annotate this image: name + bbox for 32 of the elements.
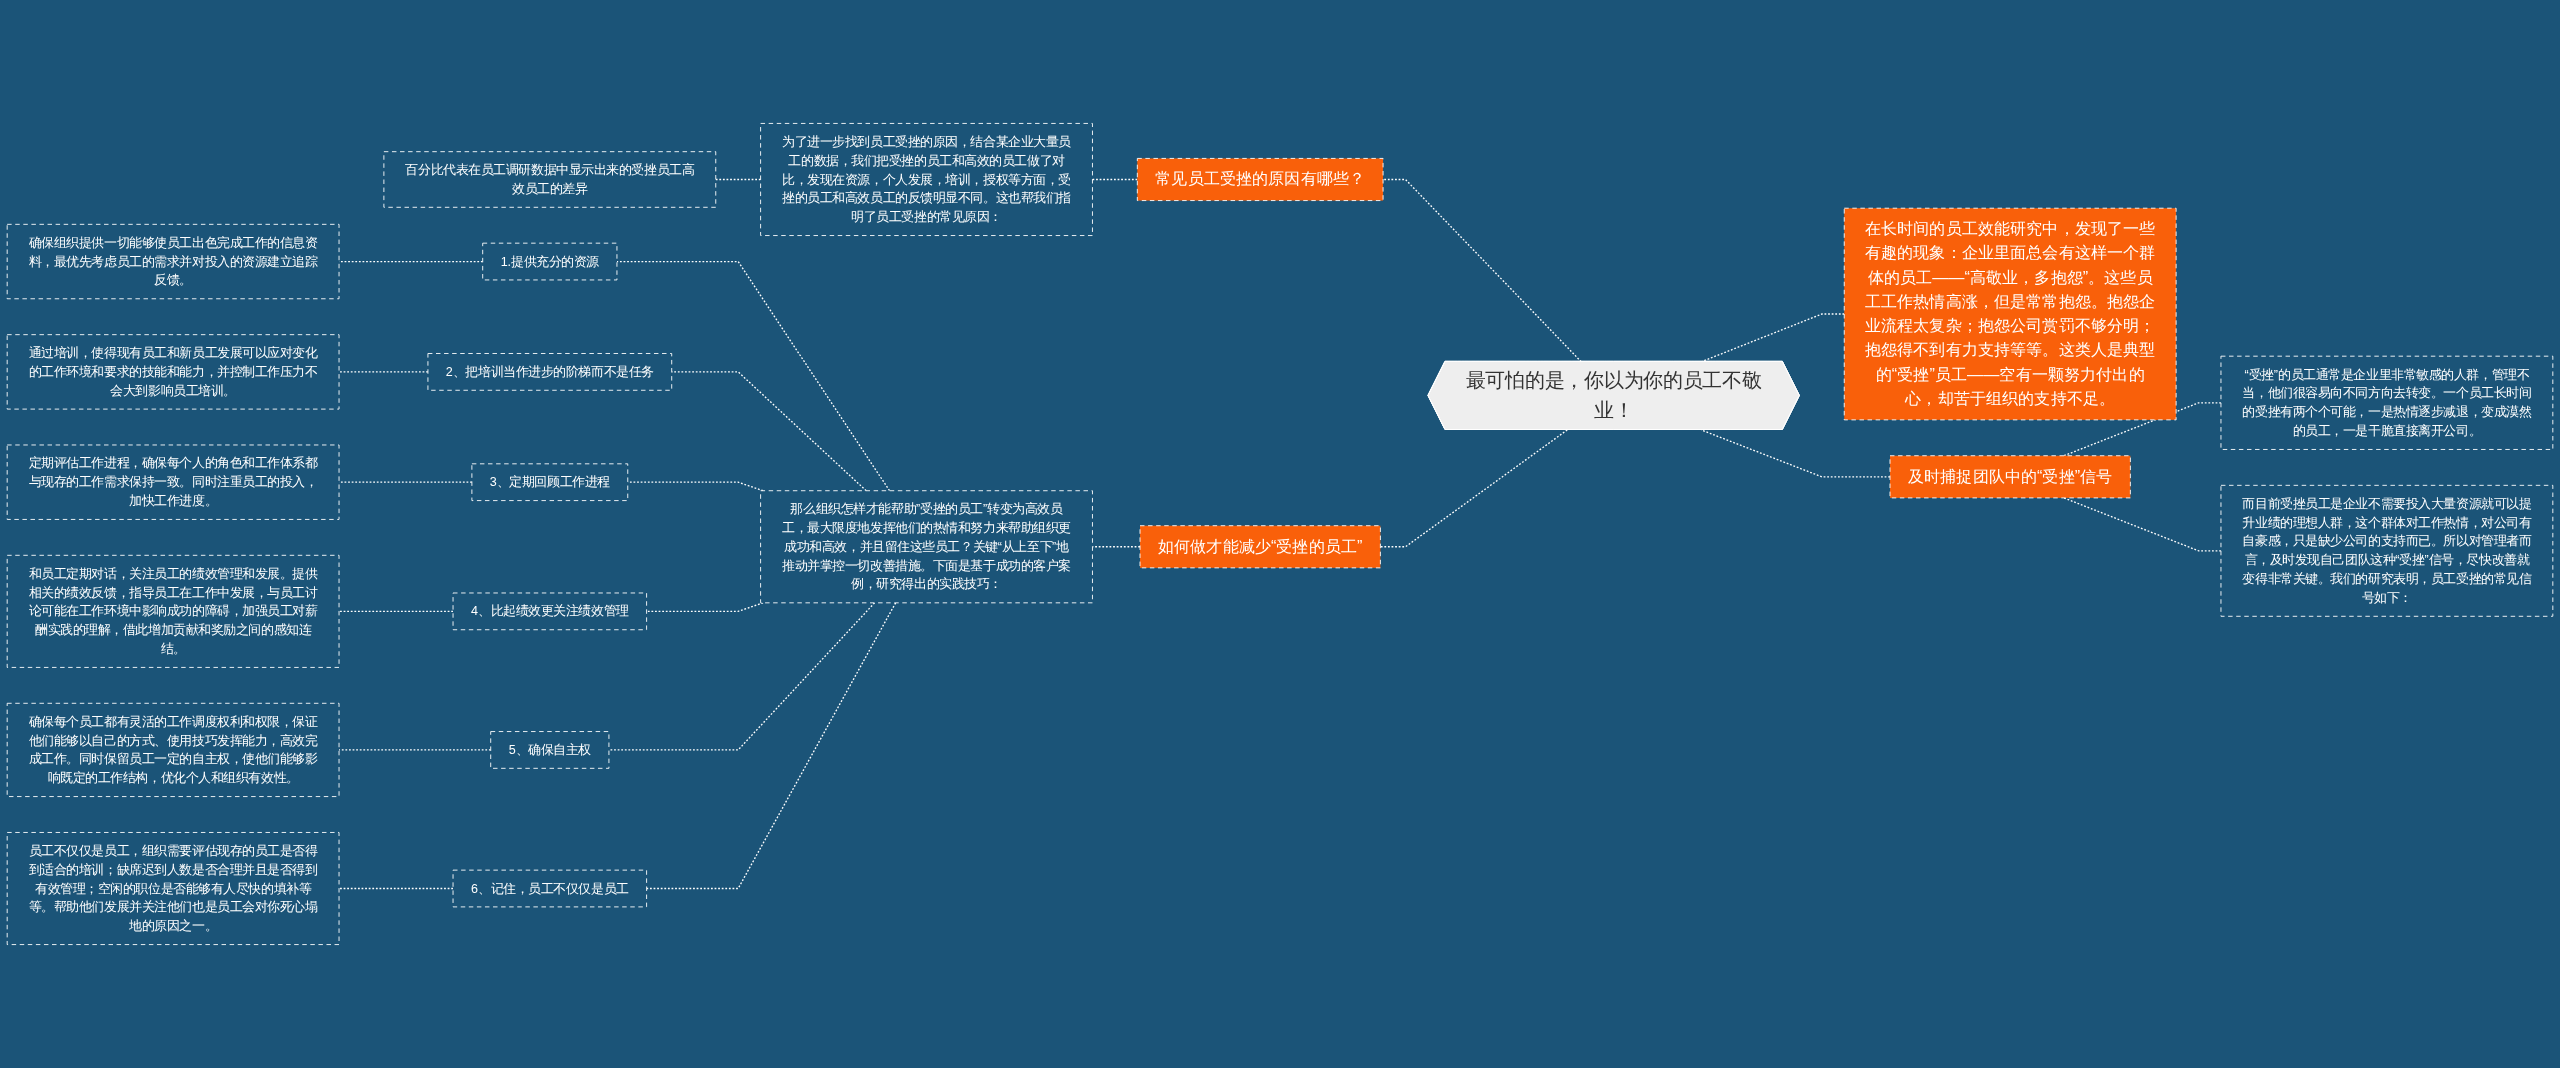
node-box: 3、定期回顾工作进程 — [471, 463, 629, 502]
node-box: 员工不仅仅是员工，组织需要评估现存的员工是否得到适合的培训；缺席迟到人数是否合理并且是否得到有效管理；空闲的职位是否能够有人尽快的填补等等。帮助他们发展并关注他们也是员工会对你死心塌地的原因之一。 — [6, 832, 340, 946]
node-box: 为了进一步找到员工受挫的原因，结合某企业大量员工的数据，我们把受挫的员工和高效的员工做了对比，发现在资源，个人发展，培训，授权等方面，受挫的员工和高效员工的反馈明显不同。这也帮我们指明了员工受挫的常见原因： — [760, 123, 1093, 236]
node-box: 确保组织提供一切能够使员工出色完成工作的信息资料，最优先考虑员工的需求并对投入的资源建立追踪反馈。 — [6, 223, 340, 300]
node-box: 那么组织怎样才能帮助”受挫的员工”转变为高效员工，最大限度地发挥他们的热情和努力来帮助组织更成功和高效，并且留住这些员工？关键“从上至下”地推动并掌控一切改善措施。下面是基于成功的客户案例，研究得出的实践技巧： — [760, 490, 1093, 604]
node-box: “受挫”的员工通常是企业里非常敏感的人群，管理不当，他们很容易向不同方向去转变。一个员工长时间的受挫有两个个可能，一是热情逐步减退，变成漠然的员工，一是干脆直接离开公司。 — [2220, 355, 2554, 450]
node-box: 1.提供充分的资源 — [482, 242, 618, 281]
connector — [616, 260, 891, 492]
node-box: 及时捕捉团队中的“受挫”信号 — [1889, 455, 2131, 499]
node-box: 2、把培训当作进步的阶梯而不是任务 — [427, 353, 673, 391]
connector — [715, 178, 762, 181]
connector — [671, 371, 867, 492]
node-box: 定期评估工作进程，确保每个人的角色和工作体系都与现存的工作需求保持一致。同时注重员工的投入，加快工作进度。 — [6, 444, 340, 520]
node-box: 确保每个员工都有灵活的工作调度权利和权限，保证他们能够以自己的方式、使用技巧发挥能力，高效完成工作。同时保留员工一定的自主权，使他们能够影响既定的工作结构，优化个人和组织有效性。 — [6, 702, 340, 798]
connector — [338, 260, 484, 263]
node-box: 5、确保自主权 — [490, 731, 610, 769]
connector — [1091, 178, 1138, 181]
connector — [338, 887, 454, 890]
node-box: 6、记住，员工不仅仅是员工 — [452, 869, 648, 908]
node-box: 而目前受挫员工是企业不需要投入大量资源就可以提升业绩的理想人群，这个群体对工作热情，对公司有自豪感，只是缺少公司的支持而已。所以对管理者而言，及时发现自己团队这种“受挫”信号，尽快改善就变得非常关键。我们的研究表明，员工受挫的常见信号如下： — [2220, 484, 2554, 617]
connector — [645, 602, 897, 890]
connector — [1382, 178, 1582, 363]
node-box: 如何做才能减少“受挫的员工” — [1139, 525, 1381, 569]
node-box: 常见员工受挫的原因有哪些？ — [1136, 157, 1384, 201]
node-box: 和员工定期对话，关注员工的绩效管理和发展。提供相关的绩效反馈，指导员工在工作中发展，与员工讨论可能在工作环境中影响成功的障碍，加强员工对薪酬实践的理解，借此增加贡献和奖励之间的感知连结。 — [6, 554, 340, 668]
connector — [1379, 429, 1568, 548]
node-box: 百分比代表在员工调研数据中显示出来的受挫员工高效员工的差异 — [383, 151, 717, 208]
connector — [608, 602, 876, 751]
node-box: 在长时间的员工效能研究中，发现了一些有趣的现象：企业里面总会有这样一个群体的员工——“高敬业，多抱怨”。这些员工工作热情高涨，但是常常抱怨。抱怨企业流程太复杂；抱怨公司赏罚不够分明；抱怨得不到有力支持等等。这类人是典型的“受挫”员工——空有一颗努力付出的心，却苦于组织的支持不足。 — [1843, 207, 2177, 421]
connector — [338, 610, 454, 613]
node-box: 通过培训，使得现有员工和新员工发展可以应对变化的工作环境和要求的技能和能力，并控制工作压力不会大到影响员工培训。 — [6, 334, 340, 410]
node-box: 4、比起绩效更关注绩效管理 — [452, 592, 648, 631]
